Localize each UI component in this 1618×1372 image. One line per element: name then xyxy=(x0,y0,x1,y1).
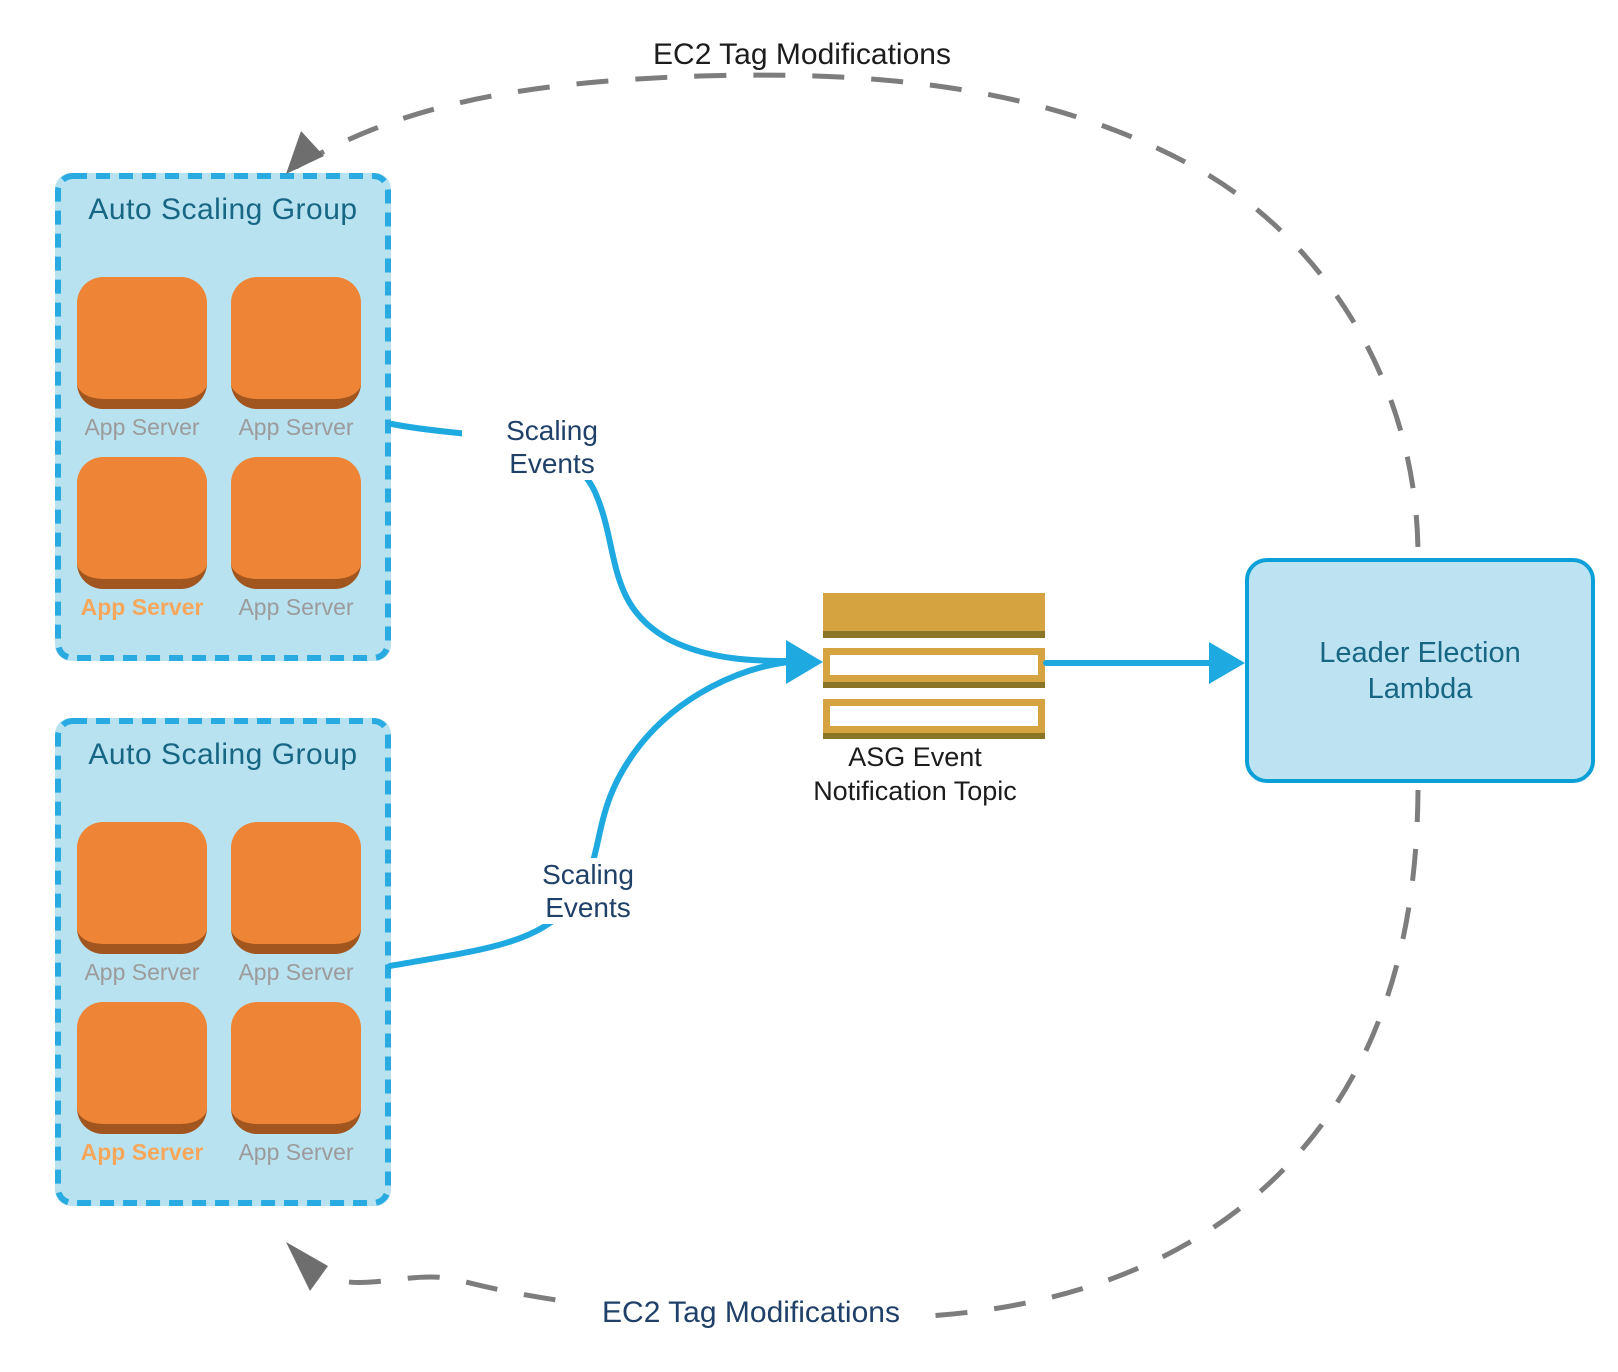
scaling-events-label-1: Scaling Events xyxy=(462,414,642,480)
app-server-node: App Server xyxy=(231,1002,361,1166)
ec2-tag-arrowhead-top xyxy=(286,131,324,174)
app-server-node: App Server xyxy=(77,822,207,986)
sns-topic-label: ASG Event Notification Topic xyxy=(813,742,1017,806)
sns-topic-bar xyxy=(823,648,1045,682)
ec2-tag-modifications-label-top: EC2 Tag Modifications xyxy=(653,38,951,71)
sns-topic-bar xyxy=(823,593,1045,631)
scaling-events-label-2: Scaling Events xyxy=(498,858,678,924)
sns-topic-bar xyxy=(823,699,1045,733)
lambda-box: Leader Election Lambda xyxy=(1245,558,1595,783)
app-server-label-highlighted: App Server xyxy=(80,594,204,620)
app-server-label: App Server xyxy=(238,959,354,985)
ec2-tag-modifications-label-bottom: EC2 Tag Modifications xyxy=(577,1294,925,1332)
ec2-tag-arrowhead-bottom xyxy=(286,1242,328,1291)
asg-1-title: Auto Scaling Group xyxy=(88,193,358,226)
app-server-icon xyxy=(77,822,207,954)
app-server-icon xyxy=(231,277,361,409)
auto-scaling-group-2: Auto Scaling Group App Server App Server… xyxy=(55,718,391,1206)
app-server-icon xyxy=(231,822,361,954)
app-server-icon xyxy=(77,277,207,409)
app-server-node: App Server xyxy=(231,277,361,441)
app-server-icon xyxy=(77,457,207,589)
app-server-node: App Server xyxy=(77,277,207,441)
app-server-node: App Server xyxy=(77,457,207,621)
app-server-node: App Server xyxy=(77,1002,207,1166)
asg-1-server-grid: App Server App Server App Server App Ser… xyxy=(77,277,361,621)
app-server-label: App Server xyxy=(84,959,200,985)
auto-scaling-group-1: Auto Scaling Group App Server App Server… xyxy=(55,173,391,661)
app-server-label-highlighted: App Server xyxy=(80,1139,204,1165)
app-server-label: App Server xyxy=(238,594,354,620)
scaling-events-arrowhead xyxy=(786,640,823,684)
asg-2-server-grid: App Server App Server App Server App Ser… xyxy=(77,822,361,1166)
app-server-icon xyxy=(231,457,361,589)
asg-2-title: Auto Scaling Group xyxy=(88,738,358,771)
app-server-node: App Server xyxy=(231,457,361,621)
ec2-tag-arc-bottom xyxy=(329,789,1421,1321)
sns-to-lambda-arrowhead xyxy=(1209,642,1245,684)
app-server-label: App Server xyxy=(84,414,200,440)
lambda-label: Leader Election Lambda xyxy=(1319,636,1521,705)
app-server-node: App Server xyxy=(231,822,361,986)
sns-topic-icon xyxy=(823,593,1045,733)
app-server-label: App Server xyxy=(238,414,354,440)
app-server-icon xyxy=(231,1002,361,1134)
app-server-label: App Server xyxy=(238,1139,354,1165)
app-server-icon xyxy=(77,1002,207,1134)
ec2-tag-arc-top xyxy=(294,72,1421,557)
